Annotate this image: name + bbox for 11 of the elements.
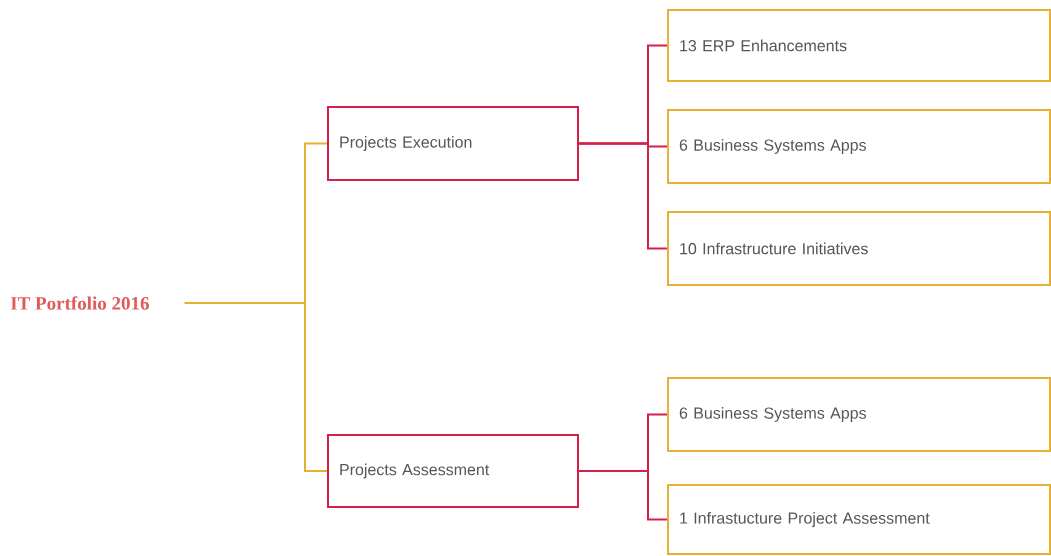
category-box: Projects Execution bbox=[327, 106, 579, 181]
title-text: IT Portfolio 2016 bbox=[10, 296, 149, 310]
item-box: 10 Infrastructure Initiatives bbox=[667, 211, 1051, 286]
item-box: 1 Infrastucture Project Assessment bbox=[667, 484, 1051, 555]
connector-line bbox=[183, 302, 328, 472]
category-box: Projects Assessment bbox=[327, 434, 579, 508]
item-box: 6 Business Systems Apps bbox=[667, 109, 1051, 184]
item-box: 6 Business Systems Apps bbox=[667, 377, 1051, 452]
connector-line bbox=[578, 470, 668, 521]
item-box: 13 ERP Enhancements bbox=[667, 9, 1051, 82]
connector-line bbox=[578, 142, 668, 250]
